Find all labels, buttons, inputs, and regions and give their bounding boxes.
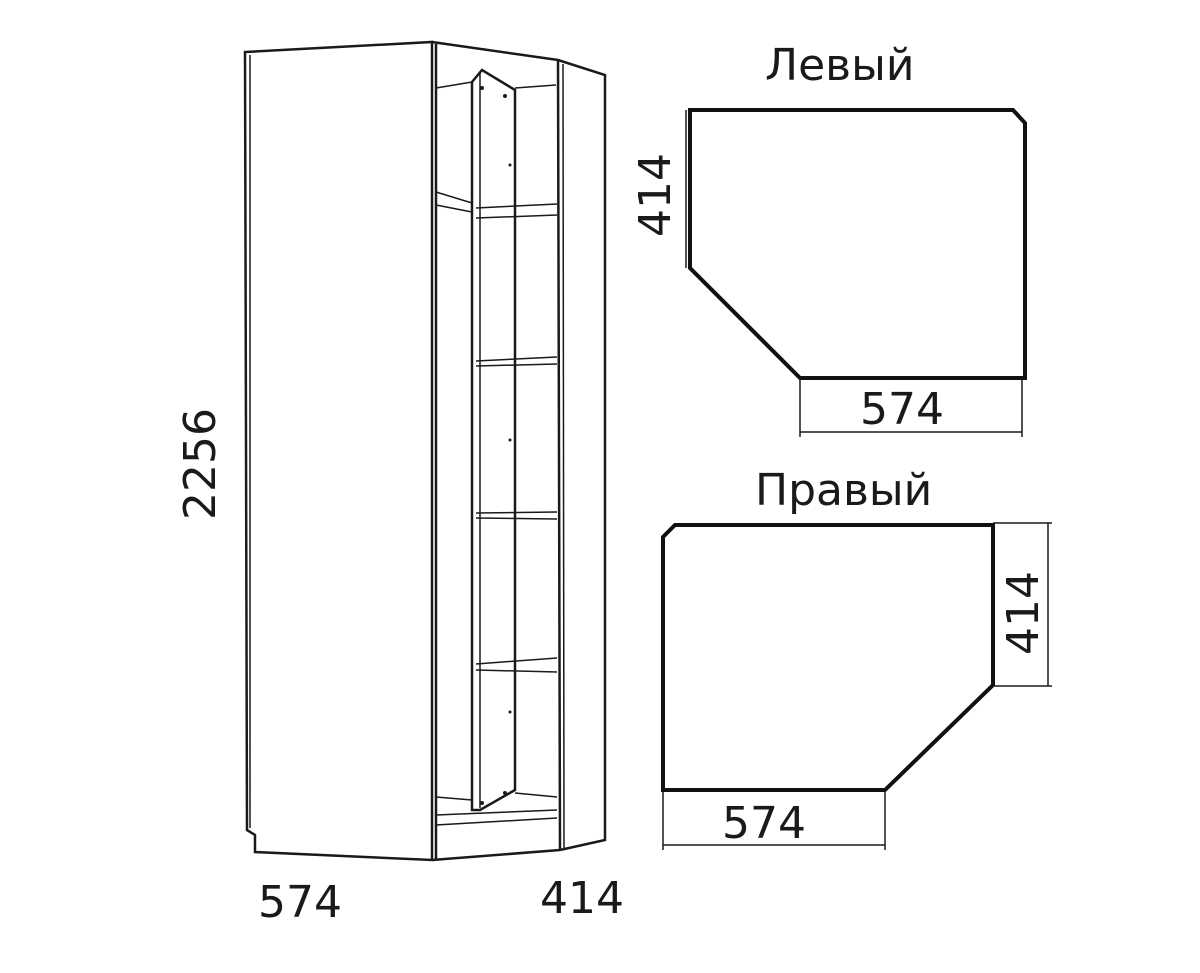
left-variant-side-label: 414	[630, 153, 681, 237]
cabinet-width-label: 574	[258, 877, 342, 928]
shelves	[435, 203, 558, 826]
cabinet-door	[470, 68, 517, 812]
right-variant-side-label: 414	[998, 571, 1049, 655]
left-variant-bottom-label: 574	[860, 384, 944, 435]
right-variant-plan	[661, 523, 995, 792]
cabinet-top	[431, 40, 607, 852]
right-variant-title: Правый	[755, 465, 932, 516]
left-variant-plan	[688, 108, 1027, 380]
cabinet-left-panel	[243, 40, 434, 862]
cabinet-depth-label: 414	[540, 873, 624, 924]
cabinet-height-label: 2256	[175, 408, 226, 520]
right-variant-bottom-label: 574	[722, 798, 806, 849]
left-variant-title: Левый	[765, 40, 914, 91]
cabinet-drawing	[243, 40, 607, 862]
